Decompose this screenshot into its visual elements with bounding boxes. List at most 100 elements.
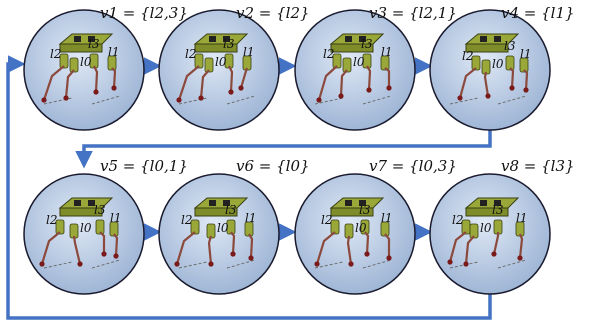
leg-l1: [248, 233, 254, 259]
robot-body-front: [330, 43, 374, 53]
state-label-v1: v1 = {l2,3}: [100, 4, 188, 22]
robot-sensor: [480, 200, 487, 206]
leg-l2: [458, 67, 477, 99]
leg-l3: [366, 65, 372, 91]
arrow-v4-v5: [75, 128, 492, 169]
leg-label-l2: l2: [50, 47, 61, 61]
leg-l3-thigh: [493, 219, 503, 235]
state-circle: [294, 9, 416, 131]
leg-label-l3: l3: [225, 203, 237, 217]
leg-l1: [111, 67, 117, 89]
robot-sensor: [480, 36, 487, 42]
robot-sensor: [209, 36, 216, 42]
leg-l3: [93, 65, 99, 93]
robot-sensor: [88, 36, 95, 42]
leg-label-l1: l1: [381, 211, 392, 225]
leg-l1: [523, 69, 529, 91]
leg-l0: [339, 69, 348, 97]
foot-l2: [41, 97, 47, 103]
leg-l1: [113, 233, 119, 257]
robot-sensor: [74, 200, 81, 206]
leg-l0-thigh: [342, 57, 352, 73]
robot-sensor: [88, 200, 95, 206]
leg-l2-thigh: [194, 53, 204, 69]
foot-l1: [238, 85, 244, 91]
leg-l2-thigh: [330, 219, 340, 235]
foot-l1: [248, 255, 254, 261]
leg-label-l1: l1: [516, 211, 527, 225]
leg-l2-thigh: [59, 53, 69, 69]
leg-l3: [492, 232, 500, 255]
foot-l3: [93, 89, 99, 95]
leg-l3-thigh: [226, 219, 236, 235]
foot-l1: [523, 87, 529, 93]
foot-l0: [198, 95, 204, 101]
robot-sensor: [209, 200, 216, 206]
leg-l0: [72, 235, 82, 265]
leg-l0-thigh: [469, 223, 479, 239]
foot-l3: [491, 251, 497, 257]
leg-label-l0: l0: [355, 221, 367, 235]
leg-label-l2: l2: [46, 213, 57, 227]
leg-label-l1: l1: [381, 45, 392, 59]
robot-body-front: [59, 43, 103, 53]
robot-body-front: [59, 207, 103, 217]
foot-l2: [176, 97, 182, 103]
foot-l0: [348, 261, 354, 267]
leg-l2-thigh: [190, 219, 200, 235]
leg-l3: [99, 231, 106, 254]
leg-l2-thigh: [471, 55, 481, 71]
leg-label-l3: l3: [88, 37, 100, 51]
foot-l1: [386, 85, 392, 91]
robot-sensor: [223, 200, 230, 206]
foot-l3: [101, 251, 107, 257]
leg-l0: [207, 235, 213, 265]
leg-l0-thigh: [69, 57, 79, 73]
leg-label-l2: l2: [321, 213, 332, 227]
foot-l0: [63, 95, 69, 101]
leg-l3: [364, 231, 370, 255]
state-circle: [23, 9, 145, 131]
foot-l3: [364, 251, 370, 257]
leg-l3: [509, 67, 515, 89]
state-circle: [23, 173, 145, 295]
leg-label-l1: l1: [110, 211, 121, 225]
robot-body-front: [465, 207, 509, 217]
foot-l3: [230, 251, 236, 257]
leg-l3: [230, 231, 236, 255]
robot-sensor: [494, 200, 501, 206]
leg-label-l0: l0: [480, 221, 492, 235]
leg-l3-thigh: [95, 219, 105, 235]
foot-l2: [316, 97, 322, 103]
leg-label-l3: l3: [94, 203, 106, 217]
leg-label-l3: l3: [223, 37, 235, 51]
leg-l1-thigh: [109, 221, 119, 237]
foot-l0: [338, 93, 344, 99]
leg-label-l0: l0: [217, 221, 229, 235]
leg-l3: [228, 65, 234, 93]
foot-l2: [174, 261, 180, 267]
leg-l0-thigh: [481, 59, 491, 75]
leg-l1: [518, 233, 524, 259]
state-label-v5: v5 = {l0,1}: [100, 157, 188, 175]
leg-l1-thigh: [107, 55, 117, 71]
leg-l2: [40, 231, 61, 265]
leg-l2: [175, 231, 196, 265]
foot-l1: [111, 85, 117, 91]
state-label-v2: v2 = {l2}: [236, 4, 310, 22]
leg-l3-thigh: [360, 219, 370, 235]
leg-l1: [239, 67, 249, 89]
leg-label-l2: l2: [181, 213, 192, 227]
leg-l2-thigh: [55, 219, 65, 235]
leg-l2: [315, 231, 336, 265]
leg-l1: [384, 67, 391, 88]
state-label-v6: v6 = {l0}: [236, 157, 310, 175]
leg-label-l3: l3: [359, 203, 371, 217]
foot-l3: [228, 89, 234, 95]
leg-l0-thigh: [69, 223, 79, 239]
